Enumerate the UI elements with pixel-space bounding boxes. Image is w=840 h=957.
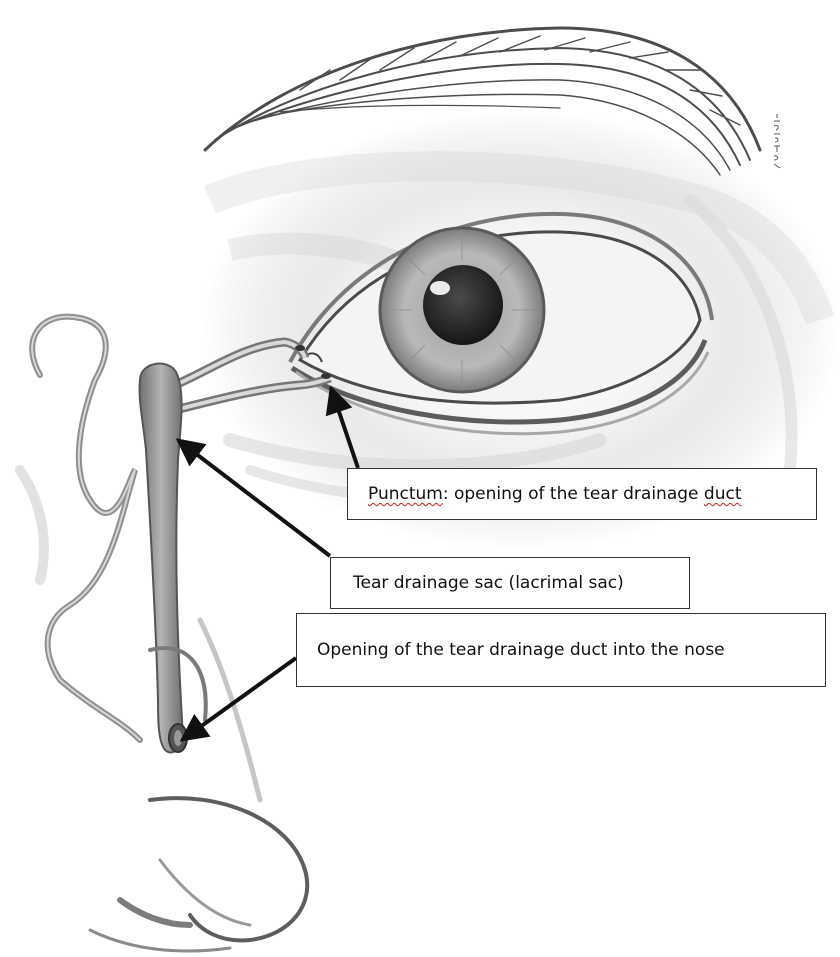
callout-punctum-text: : opening of the tear drainage xyxy=(443,484,704,504)
callout-lacrimal-sac: Tear drainage sac (lacrimal sac) xyxy=(330,557,690,609)
callout-punctum-duct: duct xyxy=(704,484,742,504)
callout-nasal-opening: Opening of the tear drainage duct into t… xyxy=(296,613,826,687)
callout-punctum-term: Punctum xyxy=(368,484,443,504)
lacrimal-sac-and-duct xyxy=(140,364,187,753)
callout-punctum: Punctum: opening of the tear drainage du… xyxy=(347,468,817,520)
pupil xyxy=(423,265,503,345)
upper-punctum xyxy=(295,345,305,351)
callout-nasal-opening-text: Opening of the tear drainage duct into t… xyxy=(317,640,725,660)
pupil-highlight xyxy=(430,281,450,295)
lower-punctum xyxy=(321,373,331,379)
callout-lacrimal-sac-text: Tear drainage sac (lacrimal sac) xyxy=(353,573,624,593)
artist-signature-mark xyxy=(770,112,784,172)
